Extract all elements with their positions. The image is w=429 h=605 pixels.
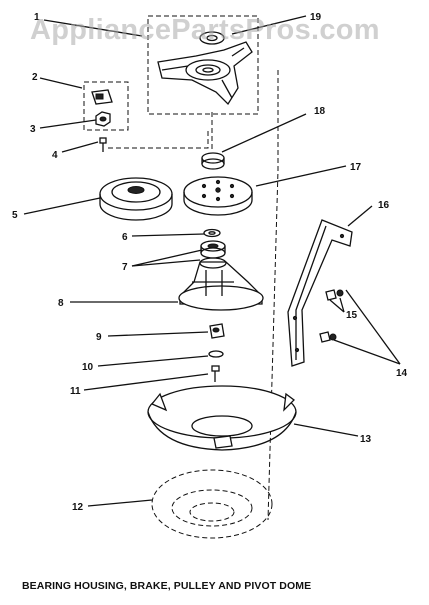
callout-9: 9 xyxy=(96,332,102,343)
dashed-guide-right xyxy=(267,70,279,521)
box-brake-parts xyxy=(83,81,129,131)
callout-17: 17 xyxy=(350,162,362,173)
part-14-bolts xyxy=(329,289,344,341)
callout-numbers: 1 19 2 3 4 18 17 5 16 6 7 8 15 9 10 14 1… xyxy=(12,12,408,513)
callout-16: 16 xyxy=(378,200,390,211)
part-1-bearing-housing xyxy=(157,41,253,106)
part-9-coupler xyxy=(209,323,225,339)
callout-12: 12 xyxy=(72,502,84,513)
part-2-clip xyxy=(91,89,113,105)
watermark: AppliancePartsPros.com xyxy=(30,14,380,46)
part-18-seal xyxy=(201,152,225,170)
part-16-bracket xyxy=(287,219,353,367)
callout-5: 5 xyxy=(12,210,18,221)
callout-19: 19 xyxy=(310,12,322,23)
part-17-pulley xyxy=(183,176,253,216)
part-6-washer xyxy=(203,228,221,238)
part-12-base-ring xyxy=(151,469,273,539)
part-15-nuts xyxy=(319,289,337,343)
callout-18: 18 xyxy=(314,106,326,117)
part-8-pulley-cone xyxy=(178,257,264,311)
callout-8: 8 xyxy=(58,298,64,309)
callout-2: 2 xyxy=(32,72,38,83)
callout-13: 13 xyxy=(360,434,372,445)
callout-1: 1 xyxy=(34,12,40,23)
callout-10: 10 xyxy=(82,362,94,373)
part-3-nut xyxy=(95,111,111,127)
part-10-washer xyxy=(208,350,224,358)
part-13-pivot-dome xyxy=(147,385,297,451)
part-4-screw xyxy=(99,137,107,152)
part-7-spacers xyxy=(200,240,226,259)
dashed-guide-left xyxy=(108,128,209,149)
callout-11: 11 xyxy=(70,386,81,397)
callout-6: 6 xyxy=(122,232,128,243)
callout-14: 14 xyxy=(396,368,408,379)
part-5-brake-drum xyxy=(99,177,173,221)
diagram-caption: BEARING HOUSING, BRAKE, PULLEY AND PIVOT… xyxy=(22,580,312,592)
part-11-screw xyxy=(211,365,220,382)
part-19-bearing xyxy=(199,31,225,45)
callout-3: 3 xyxy=(30,124,36,135)
callout-7: 7 xyxy=(122,262,128,273)
callout-4: 4 xyxy=(52,150,58,161)
leader-lines xyxy=(23,15,401,507)
callout-15: 15 xyxy=(346,310,358,321)
